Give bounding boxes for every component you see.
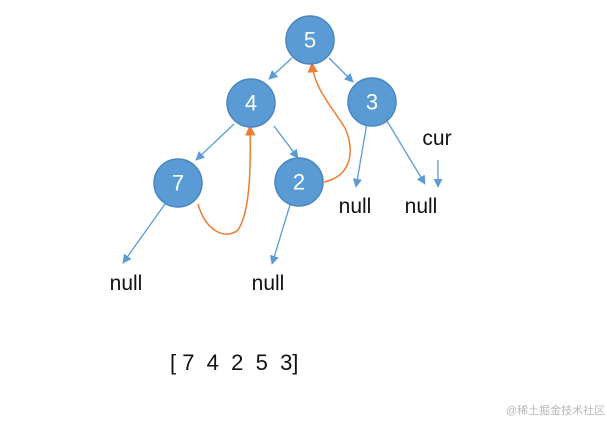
cur-label: cur <box>422 127 451 150</box>
node-label-5: 5 <box>304 28 316 53</box>
node-label-3: 3 <box>366 90 378 115</box>
node-circle-3 <box>347 77 397 127</box>
node-label-4: 4 <box>245 91 257 116</box>
null-label-3-right: null <box>405 195 438 218</box>
node-label-2: 2 <box>293 170 305 195</box>
traversal-sequence: [ 7 4 2 5 3] <box>170 350 298 375</box>
tree-node-5: 5 <box>285 15 335 65</box>
edge-7-to-null <box>122 203 166 264</box>
edge-5-to-3 <box>328 57 354 83</box>
edge-3-to-null-left <box>352 122 368 188</box>
tree-node-7: 7 <box>153 158 203 208</box>
edge-4-to-7 <box>195 123 235 161</box>
node-circle-4 <box>226 78 276 128</box>
null-label-7: null <box>110 272 143 295</box>
node-circle-2 <box>274 157 324 207</box>
node-circle-7 <box>153 158 203 208</box>
edge-5-to-4 <box>268 57 293 80</box>
tree-node-4: 4 <box>226 78 276 128</box>
node-label-7: 7 <box>172 171 184 196</box>
node-circle-5 <box>285 15 335 65</box>
edge-3-to-null-right <box>386 120 426 185</box>
edge-2-to-null <box>270 204 291 265</box>
edge-4-to-2 <box>273 125 299 159</box>
trail-2-to-5 <box>307 61 351 183</box>
trail-7-to-4 <box>197 124 256 235</box>
watermark: @稀土掘金技术社区 <box>506 403 605 417</box>
tree-node-3: 3 <box>347 77 397 127</box>
null-label-3-left: null <box>339 195 372 218</box>
null-label-2: null <box>252 272 285 295</box>
tree-node-2: 2 <box>274 157 324 207</box>
